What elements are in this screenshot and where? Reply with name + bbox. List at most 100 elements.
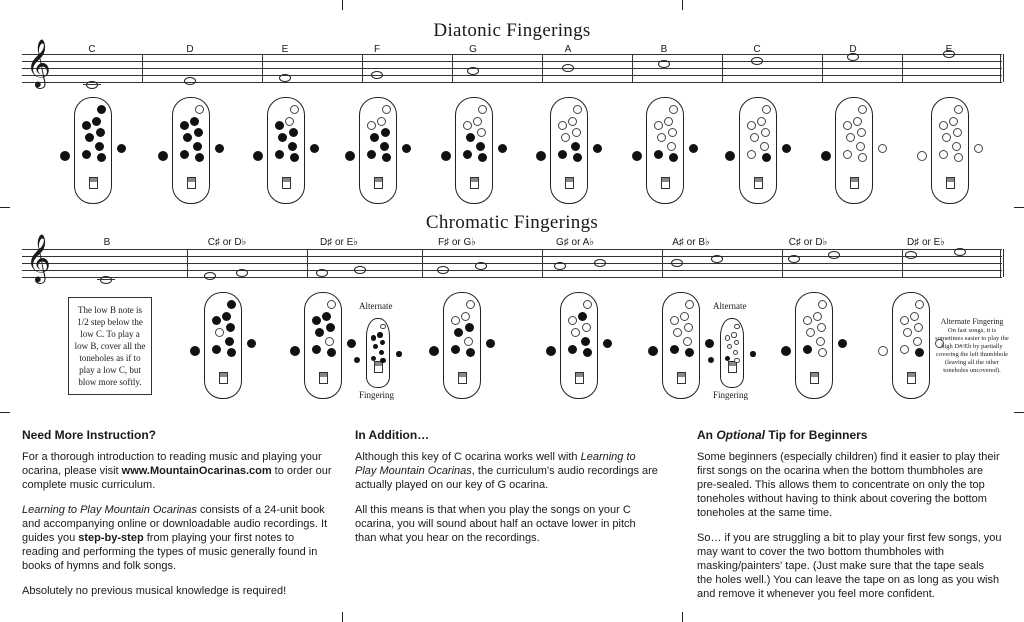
- open-hole: [567, 315, 577, 325]
- covered-hole: [182, 132, 192, 142]
- website-link[interactable]: www.MountainOcarinas.com: [121, 465, 272, 477]
- note-head: [562, 64, 574, 72]
- staff-line: [22, 249, 1002, 250]
- open-hole: [450, 315, 460, 325]
- note-head: [594, 259, 606, 267]
- covered-hole: [761, 152, 771, 162]
- covered-hole: [96, 152, 106, 162]
- ocarina-diagram: [290, 292, 356, 399]
- covered-hole: [378, 349, 385, 356]
- covered-hole: [380, 357, 386, 363]
- tip-column: An Optional Tip for Beginners Some begin…: [697, 428, 1002, 612]
- open-hole: [380, 324, 386, 330]
- note-head: [467, 67, 479, 75]
- covered-hole: [214, 143, 224, 153]
- covered-hole: [465, 132, 475, 142]
- covered-hole: [570, 141, 580, 151]
- open-hole: [902, 327, 912, 337]
- open-hole: [289, 104, 299, 114]
- mouthpiece: [677, 372, 686, 384]
- open-hole: [857, 104, 867, 114]
- bar-line: [452, 54, 453, 82]
- bar-line: [1003, 249, 1004, 277]
- alt-fingering-text: On fast songs, it is sometimes easier to…: [935, 327, 1009, 374]
- covered-hole: [211, 315, 221, 325]
- covered-hole: [475, 141, 485, 151]
- covered-hole: [781, 143, 791, 153]
- covered-hole: [366, 149, 376, 159]
- covered-hole: [116, 143, 126, 153]
- covered-hole: [668, 152, 678, 162]
- open-hole: [463, 336, 473, 346]
- open-hole: [672, 327, 682, 337]
- instruction-paragraph: For a thorough introduction to reading m…: [22, 451, 332, 491]
- open-hole: [732, 349, 739, 356]
- covered-hole: [688, 143, 698, 153]
- open-hole: [683, 322, 693, 332]
- note-head: [279, 74, 291, 82]
- note-label: C: [88, 44, 96, 55]
- bar-line: [1003, 54, 1004, 82]
- covered-hole: [81, 120, 91, 130]
- open-hole: [572, 104, 582, 114]
- fingering-label: Fingering: [713, 390, 748, 400]
- open-hole: [952, 127, 962, 137]
- covered-hole: [211, 344, 221, 354]
- mouthpiece: [319, 372, 328, 384]
- open-hole: [909, 311, 919, 321]
- covered-hole: [464, 322, 474, 332]
- note-label: F: [373, 44, 381, 55]
- covered-hole: [477, 152, 487, 162]
- bar-line: [362, 54, 363, 82]
- note-label: E: [945, 44, 953, 55]
- open-hole: [856, 127, 866, 137]
- covered-hole: [602, 338, 612, 348]
- bar-line: [902, 249, 903, 277]
- ocarina-diagram: [781, 292, 847, 399]
- covered-hole: [369, 132, 379, 142]
- covered-hole: [632, 151, 642, 161]
- open-hole: [194, 104, 204, 114]
- note-label: C♯ or D♭: [788, 237, 828, 248]
- mouthpiece: [565, 177, 574, 189]
- open-hole: [381, 104, 391, 114]
- open-hole: [953, 152, 963, 162]
- mouthpiece: [89, 177, 98, 189]
- ledger-line: [97, 279, 115, 280]
- bar-line: [722, 54, 723, 82]
- covered-hole: [669, 344, 679, 354]
- note-head: [100, 276, 112, 284]
- covered-hole: [821, 151, 831, 161]
- chromatic-title: Chromatic Fingerings: [425, 212, 599, 233]
- mouthpiece: [374, 361, 383, 373]
- covered-hole: [253, 151, 263, 161]
- open-hole: [802, 315, 812, 325]
- mouthpiece: [754, 177, 763, 189]
- covered-hole: [345, 151, 355, 161]
- open-hole: [938, 149, 948, 159]
- open-hole: [731, 332, 737, 338]
- open-hole: [570, 327, 580, 337]
- covered-hole: [653, 149, 663, 159]
- covered-hole: [536, 151, 546, 161]
- covered-hole: [725, 355, 731, 361]
- open-hole: [682, 336, 692, 346]
- note-label: D: [849, 44, 857, 55]
- bar-line: [632, 54, 633, 82]
- staff-line: [22, 61, 1002, 62]
- open-hole: [941, 132, 951, 142]
- covered-hole: [96, 104, 106, 114]
- open-hole: [912, 336, 922, 346]
- alt-fingering-title: Alternate Fingering: [940, 317, 1004, 326]
- diatonic-title: Diatonic Fingerings: [433, 20, 591, 41]
- covered-hole: [179, 120, 189, 130]
- open-hole: [653, 120, 663, 130]
- open-hole: [326, 299, 336, 309]
- note-label: D♯ or E♭: [319, 237, 359, 248]
- note-label: E: [281, 44, 289, 55]
- covered-hole: [81, 149, 91, 159]
- open-hole: [877, 143, 887, 153]
- covered-hole: [497, 143, 507, 153]
- open-hole: [934, 338, 944, 348]
- covered-hole: [567, 344, 577, 354]
